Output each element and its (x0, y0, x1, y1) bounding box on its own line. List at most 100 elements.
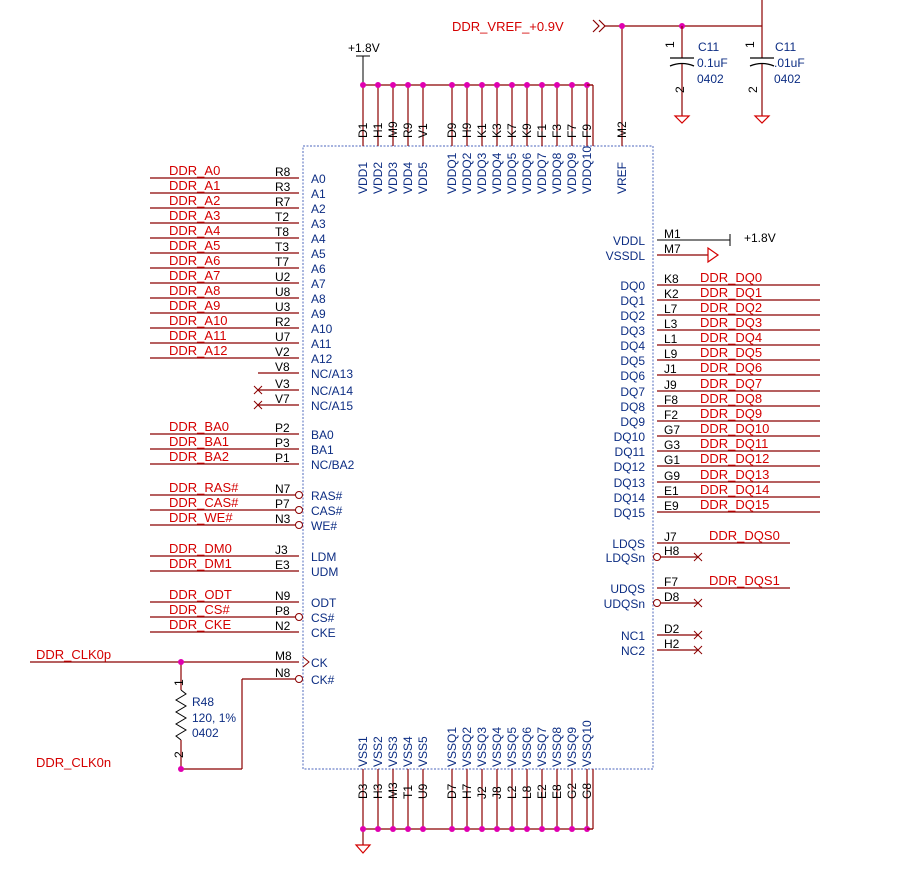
svg-text:T8: T8 (275, 225, 289, 239)
svg-text:1: 1 (663, 41, 677, 48)
svg-text:VSSQ4: VSSQ4 (490, 727, 504, 767)
svg-text:E9: E9 (664, 499, 679, 513)
svg-text:M7: M7 (664, 242, 681, 256)
svg-text:F7: F7 (565, 124, 579, 138)
svg-text:DQ1: DQ1 (620, 294, 645, 308)
svg-text:M8: M8 (275, 649, 292, 663)
svg-text:P1: P1 (275, 451, 290, 465)
svg-text:P8: P8 (275, 604, 290, 618)
svg-text:UDM: UDM (311, 565, 338, 579)
svg-text:VSSQ1: VSSQ1 (445, 727, 459, 767)
svg-text:DDR_DM1: DDR_DM1 (169, 556, 232, 571)
svg-text:NC/BA2: NC/BA2 (311, 458, 355, 472)
svg-text:L8: L8 (520, 785, 534, 799)
svg-text:U8: U8 (275, 285, 291, 299)
svg-text:VDD3: VDD3 (386, 162, 400, 194)
svg-text:E3: E3 (275, 558, 290, 572)
svg-text:E1: E1 (664, 484, 679, 498)
svg-text:N2: N2 (275, 619, 291, 633)
svg-text:DDR_A6: DDR_A6 (169, 253, 220, 268)
svg-text:G2: G2 (565, 783, 579, 799)
svg-text:DDR_WE#: DDR_WE# (169, 510, 233, 525)
svg-text:V2: V2 (275, 345, 290, 359)
svg-text:2: 2 (673, 86, 687, 93)
svg-text:DQ8: DQ8 (620, 400, 645, 414)
svg-text:VDDQ7: VDDQ7 (535, 152, 549, 194)
svg-text:V1: V1 (416, 123, 430, 138)
svg-text:T7: T7 (275, 255, 289, 269)
svg-text:BA1: BA1 (311, 443, 334, 457)
svg-text:A5: A5 (311, 247, 326, 261)
r48-value: 120, 1% (192, 711, 236, 725)
svg-text:DDR_DQ13: DDR_DQ13 (700, 467, 769, 482)
svg-text:R7: R7 (275, 195, 291, 209)
svg-text:J9: J9 (664, 378, 677, 392)
top-power-pins: D1VDD1H1VDD2M9VDD3R9VDD4V1VDD5D9VDDQ1H9V… (356, 82, 629, 194)
r48-ref: R48 (192, 695, 214, 709)
svg-text:D8: D8 (664, 590, 680, 604)
svg-text:L9: L9 (664, 347, 678, 361)
svg-text:A1: A1 (311, 187, 326, 201)
c11-a-package: 0402 (697, 72, 724, 86)
svg-text:J3: J3 (275, 543, 288, 557)
top-rail-label: +1.8V (348, 41, 380, 55)
svg-text:VDDQ1: VDDQ1 (445, 152, 459, 194)
svg-text:DDR_A5: DDR_A5 (169, 238, 220, 253)
svg-text:D9: D9 (445, 122, 459, 138)
svg-text:G8: G8 (580, 783, 594, 799)
svg-text:DDR_A9: DDR_A9 (169, 298, 220, 313)
svg-text:VSSQ2: VSSQ2 (460, 727, 474, 767)
svg-text:A12: A12 (311, 352, 333, 366)
ground-icon (354, 844, 372, 854)
svg-text:LDM: LDM (311, 550, 336, 564)
svg-text:P3: P3 (275, 436, 290, 450)
svg-text:DQ4: DQ4 (620, 339, 645, 353)
svg-text:VSS3: VSS3 (386, 736, 400, 767)
svg-text:V7: V7 (275, 392, 290, 406)
svg-text:VSS2: VSS2 (371, 736, 385, 767)
vref-port-icon (592, 19, 606, 33)
svg-text:VSS5: VSS5 (416, 736, 430, 767)
svg-text:DDR_DQ11: DDR_DQ11 (700, 436, 768, 451)
svg-text:DDR_DQ8: DDR_DQ8 (700, 391, 762, 406)
svg-text:VSSQ8: VSSQ8 (550, 727, 564, 767)
svg-text:L7: L7 (664, 302, 678, 316)
svg-text:DQ2: DQ2 (620, 309, 645, 323)
svg-text:DDR_CLK0n: DDR_CLK0n (36, 755, 111, 770)
svg-text:NC/A14: NC/A14 (311, 384, 353, 398)
svg-text:DDR_A8: DDR_A8 (169, 283, 220, 298)
svg-text:DDR_DQ14: DDR_DQ14 (700, 482, 769, 497)
svg-text:DDR_DQ4: DDR_DQ4 (700, 330, 762, 345)
svg-text:H3: H3 (371, 783, 385, 799)
svg-text:VSSQ3: VSSQ3 (475, 727, 489, 767)
svg-text:E8: E8 (550, 784, 564, 799)
svg-text:VDDL: VDDL (613, 234, 645, 248)
capacitor-c11-b: 1 2 C11 .01uF 0402 (743, 26, 805, 124)
svg-text:NC1: NC1 (621, 629, 645, 643)
svg-text:T3: T3 (275, 240, 289, 254)
